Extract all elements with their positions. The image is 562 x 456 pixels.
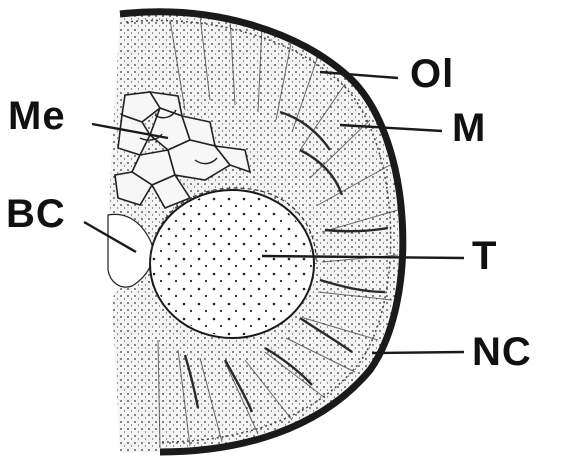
label-m: M bbox=[452, 108, 486, 148]
label-ol: Ol bbox=[410, 54, 454, 94]
label-t: T bbox=[472, 236, 497, 276]
label-me: Me bbox=[8, 96, 66, 136]
label-nc: NC bbox=[472, 332, 532, 372]
label-bc: BC bbox=[6, 194, 66, 234]
leader-nc bbox=[372, 352, 464, 353]
